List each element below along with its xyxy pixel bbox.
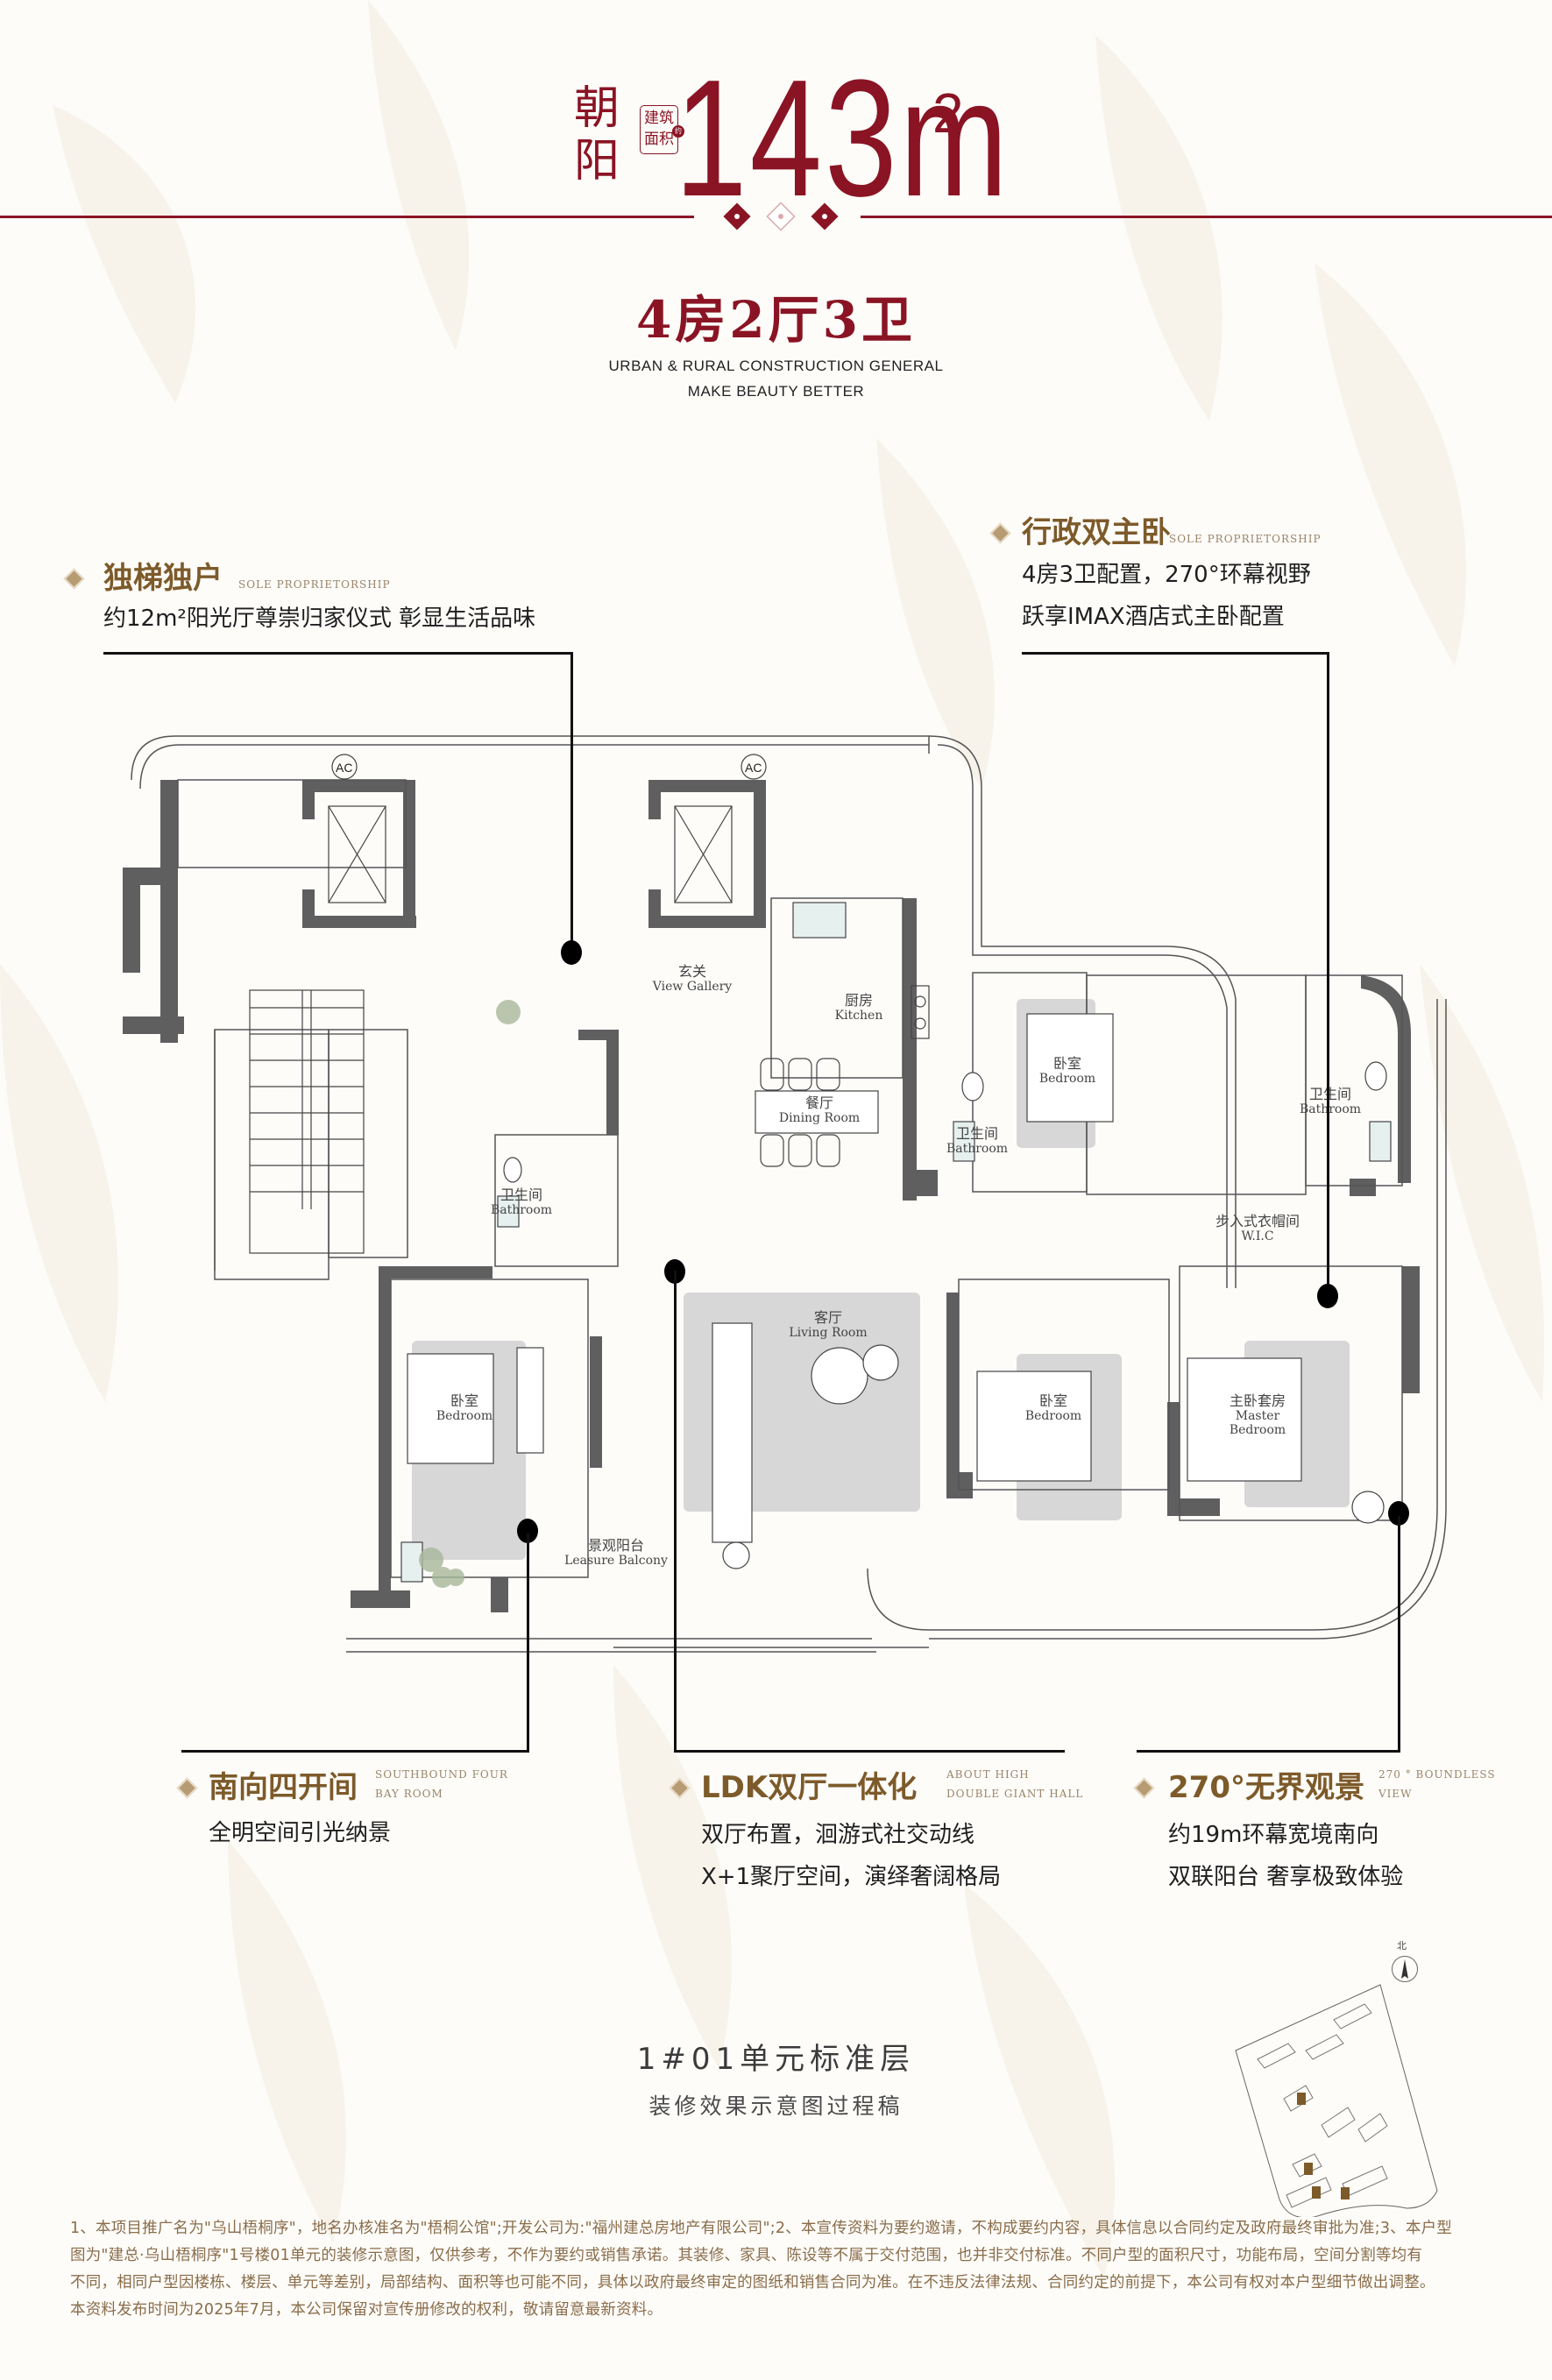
callout-desc-line-2: X+1聚厅空间，演绎奢阔格局 (701, 1864, 1002, 1890)
disclaimer-line-4: 本资料发布时间为2025年7月，本公司保留对宣传册修改的权利，敬请留意最新资料。 (70, 2301, 663, 2319)
callout-desc-line-1: 约19m环幕宽境南向 (1168, 1822, 1379, 1848)
slogan-line-2: MAKE BEAUTY BETTER (687, 383, 865, 400)
disclaimer: 1、本项目推广名为"乌山梧桐序"，地名办核准名为"梧桐公馆";开发公司为:"福州… (70, 2215, 1499, 2324)
callout-desc-line-2: 跃享IMAX酒店式主卧配置 (1022, 604, 1285, 630)
callout-subtitle-en-line-1: ABOUT HIGH (946, 1768, 1030, 1781)
unit-title: 1#01单元标准层 (636, 2042, 916, 2077)
disclaimer-line-1: 1、本项目推广名为"乌山梧桐序"，地名办核准名为"梧桐公馆";开发公司为:"福州… (70, 2220, 1452, 2237)
callout-desc-line-1: 全明空间引光纳景 (209, 1820, 392, 1846)
room-label-bedroom-sw: 卧室 Bedroom (436, 1392, 493, 1424)
callout-subtitle-en-line-2: BAY ROOM (375, 1788, 443, 1800)
callout-desc-line-2: 双联阳台 奢享极致体验 (1168, 1864, 1404, 1890)
callout-title: LDK双厅一体化 (701, 1770, 918, 1805)
ac-label-1: AC (336, 761, 352, 775)
callout-desc-line-1: 约12m²阳光厅尊崇归家仪式 彰显生活品味 (103, 606, 536, 632)
callout-subtitle-en-line-1: SOUTHBOUND FOUR (375, 1768, 508, 1781)
callout-subtitle-en: SOLE PROPRIETORSHIP (1169, 533, 1322, 545)
callout-title: 独梯独户 (103, 561, 223, 596)
room-label-bathroom-3: 卫生间 Bathroom (490, 1186, 553, 1218)
area-badge-line2: 面积 (644, 131, 674, 148)
north-compass-icon (1392, 1956, 1418, 1982)
leader-line (181, 1750, 529, 1753)
ornament-diamonds-icon (723, 202, 839, 231)
leader-line (1327, 652, 1329, 1292)
callout-subtitle-en-line-1: 270 ° BOUNDLESS (1378, 1768, 1496, 1781)
leader-dot (1317, 1284, 1338, 1308)
callout-title: 南向四开间 (209, 1770, 358, 1805)
room-label-bedroom-ne: 卧室 Bedroom (1038, 1055, 1096, 1087)
unit-subtitle: 装修效果示意图过程稿 (648, 2093, 904, 2119)
leader-line (674, 1750, 1065, 1753)
leader-line (527, 1534, 529, 1753)
header-rule-left (0, 216, 694, 218)
callout-subtitle-en-line-2: VIEW (1378, 1788, 1413, 1800)
area-badge-line1: 建筑 (644, 110, 674, 127)
room-label-balcony: 景观阳台 Leasure Balcony (564, 1537, 668, 1569)
leader-line (1137, 1750, 1400, 1753)
callout-desc-line-1: 4房3卫配置，270°环幕视野 (1022, 562, 1311, 588)
site-plan-map (1235, 1984, 1438, 2217)
leader-line (674, 1271, 677, 1753)
header-rule-right (861, 216, 1552, 218)
callout-title: 270°无界观景 (1168, 1770, 1364, 1805)
callout-desc-line-1: 双厅布置，洄游式社交动线 (701, 1822, 975, 1848)
slogan-line-1: URBAN & RURAL CONSTRUCTION GENERAL (608, 358, 944, 374)
layout-type-title: 4房2厅3卫 (635, 290, 917, 350)
area-badge-mark: 约 (672, 125, 684, 138)
disclaimer-line-3: 不同，相同户型因楼栋、楼层、单元等差别，局部结构、面积等也可能不同，具体以政府最… (70, 2274, 1435, 2291)
room-label-view-gallery: 玄关 View Gallery (652, 963, 733, 995)
leader-line (570, 652, 573, 950)
callout-subtitle-en: SOLE PROPRIETORSHIP (238, 578, 391, 591)
leader-line (1022, 652, 1329, 655)
room-label-bedroom-s: 卧室 Bedroom (1024, 1392, 1082, 1424)
room-label-dining: 餐厅 Dining Room (778, 1094, 861, 1126)
leader-line (103, 652, 573, 655)
area-value: 143m (675, 46, 1011, 231)
room-label-bathroom-1: 卫生间 Bathroom (946, 1125, 1009, 1157)
room-label-master-bedroom: 主卧套房 Master Bedroom (1229, 1392, 1286, 1438)
disclaimer-line-2: 图为"建总·乌山梧桐序"1号楼01单元的装修示意图，仅供参考，不作为要约或销售承… (70, 2247, 1423, 2264)
orientation-label: 朝阳 (574, 82, 620, 188)
leader-dot (561, 940, 582, 965)
callout-title: 行政双主卧 (1022, 515, 1171, 550)
north-label: 北 (1397, 1940, 1407, 1951)
area-unit-superscript: 2 (932, 81, 964, 145)
callout-subtitle-en-line-2: DOUBLE GIANT HALL (946, 1788, 1084, 1800)
ac-label-2: AC (745, 761, 762, 775)
area-badge: 建筑 面积 约 (640, 105, 684, 154)
room-label-kitchen: 厨房 Kitchen (834, 992, 883, 1024)
room-label-living: 客厅 Living Room (789, 1309, 868, 1341)
room-label-bathroom-2: 卫生间 Bathroom (1299, 1086, 1362, 1117)
room-label-wic: 步入式衣帽间 W.I.C (1215, 1213, 1300, 1244)
leader-line (1398, 1516, 1400, 1753)
